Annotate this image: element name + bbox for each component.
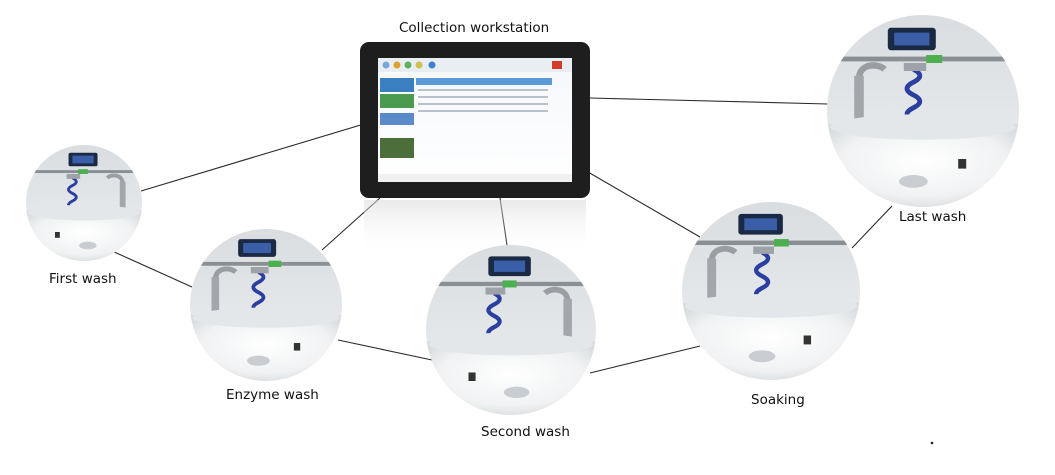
toolbar-icon — [393, 61, 401, 69]
label-soaking: Soaking — [751, 392, 805, 408]
workstation-monitor — [360, 42, 590, 198]
toolbar-icon — [404, 61, 412, 69]
label-second-wash: Second wash — [481, 424, 570, 440]
label-enzyme-wash: Enzyme wash — [226, 387, 319, 403]
toolbar-icon — [415, 61, 423, 69]
label-first-wash: First wash — [49, 271, 117, 287]
station-second-wash-photo — [426, 245, 596, 415]
toolbar-icon — [428, 61, 436, 69]
connector-lines — [111, 97, 893, 374]
label-last-wash: Last wash — [899, 209, 967, 225]
close-icon — [552, 61, 562, 69]
toolbar-icon — [382, 61, 390, 69]
diagram-title: Collection workstation — [399, 20, 550, 36]
dot-mark — [930, 441, 934, 445]
station-soaking-photo — [682, 202, 860, 380]
station-enzyme-wash-photo — [190, 229, 342, 381]
station-first-wash-photo — [26, 145, 142, 261]
station-last-wash-photo — [827, 15, 1019, 207]
monitor-reflection — [364, 200, 586, 255]
